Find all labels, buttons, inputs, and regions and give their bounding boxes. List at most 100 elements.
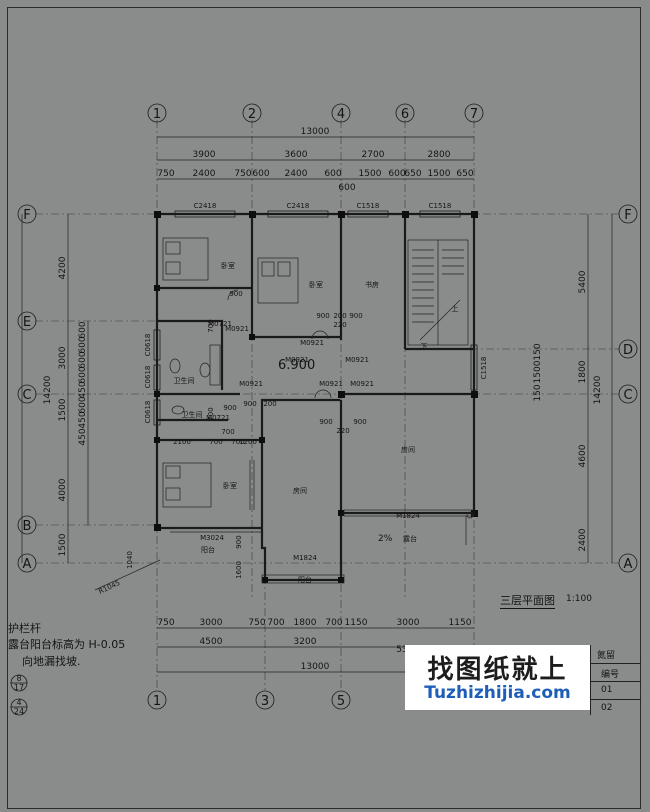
dim-top-r3-10: 650 [456,169,473,179]
furniture [162,237,299,533]
dim-top-r3-8: 650 [404,169,421,179]
axis-top-4: 4 [337,107,345,122]
left-dim-labels: 14200 4200 3000 1500 4000 1500 600 600 6… [43,256,88,556]
dim-bot-r1-2: 750 [248,618,265,628]
dim-top-r3-7: 600 [388,169,405,179]
door-dim-3: 900 [243,400,256,408]
note-rail: 护栏杆 [8,622,41,635]
door-label-10: M1824 [293,554,317,562]
dim-right-3: 2400 [578,528,588,551]
axis-right-D: D [623,343,633,358]
dim-left-2: 1500 [58,398,68,421]
axis-top-6: 6 [401,107,409,122]
dim-top-total: 13000 [301,127,330,137]
door-dim-20: 700 [221,428,234,436]
detail-ref-1-bottom: 17 [14,683,24,692]
dim-top-r3-2: 750 [234,169,251,179]
stair-down-label: 下 [421,343,428,351]
dim-left-1: 3000 [58,346,68,369]
axis-top-1: 1 [153,107,161,122]
door-dim-9: 220 [333,321,346,329]
dim-top-r2-0: 3900 [193,150,216,160]
dim-bot-r1-3: 700 [267,618,284,628]
dim-bot-r1-5: 700 [325,618,342,628]
window-label-3: C1518 [429,202,452,210]
dim-left-total: 14200 [43,375,53,404]
door-label-4: M0921 [319,380,343,388]
window-label-1: C2418 [287,202,310,210]
dim-left-sub-0: 600 [78,321,88,338]
room-bath-1: 卫生间 [174,376,195,385]
window-label-7: C1518 [480,357,488,380]
door-dim-12: 700 [207,407,215,420]
dim-right-2: 4600 [578,444,588,467]
brand-cn: 找图纸就上 [427,655,568,685]
axis-bottom-5: 5 [337,694,345,709]
dim-top-r3-0: 750 [157,169,174,179]
door-label-5: M0921 [350,380,374,388]
door-dim-13: 2100 [173,438,191,446]
window-label-6: C0618 [144,401,152,424]
window-label-0: C2418 [194,202,217,210]
dim-bot-r1-4: 1800 [294,618,317,628]
door-dim-8: 200 [263,400,276,408]
dim-top-r2-2: 2700 [362,150,385,160]
axis-top-2: 2 [248,107,256,122]
dim-top-r3-6: 1500 [359,169,382,179]
room-study: 书房 [365,280,379,289]
bottom-dim-labels: 750 3000 750 700 1800 700 1150 3000 1150… [157,618,471,672]
detail-ref-2-top: 4 [16,698,21,707]
door-dim-2: 900 [349,312,362,320]
axis-left-B: B [23,519,32,534]
dim-top-600: 600 [338,183,355,193]
room-bedroom-1: 卧室 [221,261,235,270]
room-room-2: 房间 [401,445,415,454]
plan-title: 三层平面图 [500,594,555,609]
dim-bot-r2-1: 3200 [294,637,317,647]
note-slope: 向地漏找坡. [22,655,81,668]
room-terrace: 露台 [403,534,417,543]
door-label-11: M1824 [396,512,420,520]
title-block-fragment: 氮留 编号 01 02 [590,645,641,715]
dim-left-sub-1: 600 [78,336,88,353]
plan-scale: 1:100 [566,594,592,604]
door-label-2: M0921 [345,356,369,364]
walls [155,212,476,582]
door-dim-15: 700 [231,438,244,446]
door-swings [227,289,332,399]
sheet-border [7,7,641,809]
door-dim-17: 1040 [126,551,134,569]
axis-left-C: C [22,388,31,403]
right-dim-labels: 14200 5400 1800 4600 2400 150 1500 150 [533,270,603,551]
window-label-4: C0618 [144,334,152,357]
door-label-1: M0921 [285,356,309,364]
dim-bot-r1-0: 750 [157,618,174,628]
axis-bottom-1: 1 [153,694,161,709]
dim-left-sub-6: 450 [78,411,88,428]
dim-top-r3-9: 1500 [428,169,451,179]
dim-bot-r1-6: 1150 [345,618,368,628]
door-dim-6: 900 [235,535,243,548]
dim-top-r3-1: 2400 [193,169,216,179]
top-dimensions [21,136,613,673]
axis-left-E: E [23,315,31,330]
door-dim-16: 1200 [239,438,257,446]
axis-bottom-3: 3 [261,694,269,709]
door-dim-10: 220 [336,427,349,435]
room-balcony-1: 阳台 [201,545,215,554]
top-dim-labels: 13000 3900 3600 2700 2800 750 2400 750 6… [157,127,473,193]
dim-right-0: 5400 [578,270,588,293]
dim-left-sub-4: 450 [78,381,88,398]
door-label-6: M0921 [300,339,324,347]
dim-top-r3-5: 600 [324,169,341,179]
stair-up-label: 上 [452,304,459,313]
legend-cut: 氮留 [597,651,616,661]
dim-left-sub-5: 600 [78,396,88,413]
window-label-5: C0618 [144,366,152,389]
room-balcony-2: 阳台 [298,575,312,584]
detail-ref-1-top: 8 [16,674,21,683]
slope-label: 2% [378,534,393,544]
windows [153,210,478,426]
dim-right-sub-0: 150 [533,343,543,360]
